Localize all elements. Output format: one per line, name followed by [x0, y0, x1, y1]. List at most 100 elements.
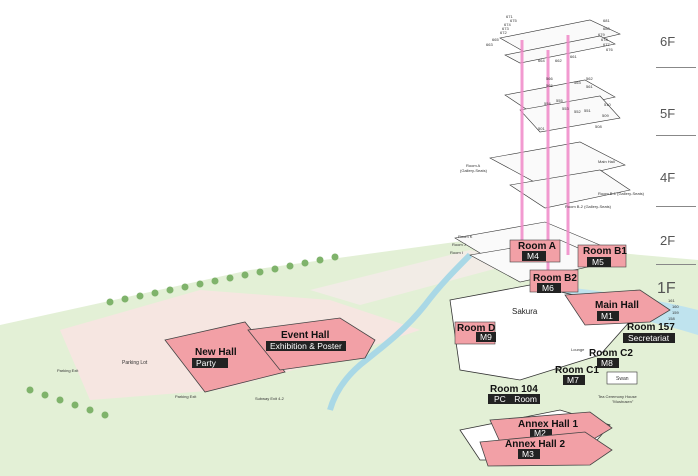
parking-lot-label: Parking Lot: [122, 360, 148, 366]
tea-house-sub-label: "Mushusen": [612, 399, 634, 404]
room-number-5f: 563: [574, 80, 581, 85]
floor-label-1f: 1F: [657, 280, 676, 297]
swan-box: [606, 371, 638, 385]
road-area: [310, 250, 520, 305]
room-104-code: PC Room: [494, 394, 537, 404]
room-d-name: Room D: [457, 323, 495, 334]
room-number-5f: 561: [586, 84, 593, 89]
new-hall-code-bg: [192, 358, 228, 368]
subway-exit-label: Subway Exit 4-2: [255, 396, 285, 401]
room-number-5f: 551: [584, 108, 591, 113]
main-hall-4f-label: Main Hall: [598, 159, 615, 164]
room-number-6f: 681: [603, 18, 610, 23]
annex-hall-2-name: Annex Hall 2: [505, 439, 565, 450]
room-number-5f: 553: [562, 106, 569, 111]
room-number-6f: 677: [603, 42, 610, 47]
main-hall-code-bg: [597, 311, 619, 321]
parking-exit-label-2: Parking Exit: [175, 394, 197, 399]
room-157-name: Room 157: [627, 322, 675, 333]
new-hall-shape[interactable]: [164, 321, 286, 393]
main-hall-name: Main Hall: [595, 300, 639, 311]
room-c2-code-bg: [597, 358, 619, 368]
room-b1-code: M5: [592, 257, 604, 267]
room-a-4f-label: Room A: [466, 163, 481, 168]
annex-hall-1-code-bg: [530, 429, 552, 438]
room-number-6f: 665: [492, 37, 499, 42]
room-c1-code: M7: [567, 375, 579, 385]
room-number-6f: 680: [603, 26, 610, 31]
room-number-5f: 555: [556, 98, 563, 103]
room-b2-code: M6: [542, 283, 554, 293]
floor-5f-plan: [504, 79, 621, 133]
room-number-5f: 501: [538, 126, 545, 131]
sakura-label: Sakura: [512, 307, 538, 316]
room-number-5f: 554: [544, 101, 551, 106]
room-104-code-bg: [488, 394, 540, 404]
event-hall-name: Event Hall: [281, 330, 330, 341]
room-number-6f: 663: [486, 42, 493, 47]
room-a-code: M4: [527, 251, 539, 261]
room-number-6f: 673: [502, 26, 509, 31]
trees: [26, 253, 339, 419]
room-b2-4f-label: Room B-2 (Gallery-Seats): [565, 204, 612, 209]
room-k-label: Room K: [458, 234, 473, 239]
room-c2-code: M8: [601, 358, 613, 368]
floor-separator: [656, 135, 696, 136]
room-c1-code-bg: [563, 375, 585, 385]
room-j-label: Room J: [452, 242, 466, 247]
room-number-6f: 675: [510, 18, 517, 23]
floor-label-2f: 2F: [660, 233, 676, 248]
annex-hall-1-name: Annex Hall 1: [518, 419, 578, 430]
room-number-6f: 678: [601, 37, 608, 42]
room-number-5f: 508: [595, 124, 602, 129]
event-hall-code-bg: [266, 341, 346, 351]
room-i-label: Room I: [450, 250, 463, 255]
room-number-6f: 671: [506, 14, 513, 19]
room-number-5f: 552: [574, 109, 581, 114]
river: [327, 252, 473, 411]
floor-label-5f: 5F: [660, 106, 676, 121]
main-hall-code: M1: [601, 311, 613, 321]
room-a-code-bg: [522, 251, 546, 261]
room-number-6f: 662: [555, 58, 562, 63]
room-number-5f: 510: [604, 102, 611, 107]
room-b1-code-bg: [587, 257, 611, 267]
room-number-1f: 161: [668, 298, 675, 303]
room-number-6f: 674: [504, 22, 511, 27]
room-number-6f: 664: [538, 58, 545, 63]
parking-exit-label-1: Parking Exit: [57, 368, 79, 373]
floor-separator: [656, 67, 696, 68]
room-number-6f: 661: [570, 54, 577, 59]
lounge-label: Lounge: [571, 347, 585, 352]
room-c2-name: Room C2: [589, 348, 633, 359]
floor-label-4f: 4F: [660, 170, 676, 185]
floor-separator: [656, 206, 696, 207]
room-number-5f: 562: [586, 76, 593, 81]
annex-hall-2-code-bg: [518, 449, 540, 459]
floor-4f-plan: [489, 141, 631, 209]
new-hall-name: New Hall: [195, 347, 237, 358]
floor-separator: [656, 264, 696, 265]
swan-label: Swan: [616, 376, 629, 382]
room-c1-name: Room C1: [555, 365, 599, 376]
main-hall-shape[interactable]: [564, 289, 671, 326]
annex-hall-2-code: M3: [522, 449, 534, 459]
tea-house-label: Tea Ceremony House: [598, 394, 637, 399]
room-number-5f: 509: [602, 113, 609, 118]
room-a-4f-sub-label: (Gallery-Seats): [460, 168, 488, 173]
room-a-name: Room A: [518, 241, 556, 252]
room-number-1f: 159: [672, 310, 679, 315]
new-hall-code: Party: [196, 358, 217, 368]
room-number-6f: 672: [500, 30, 507, 35]
room-number-1f: 160: [672, 304, 679, 309]
room-b1-name: Room B1: [583, 246, 627, 257]
floor-label-6f: 6F: [660, 34, 676, 49]
room-104-name: Room 104: [490, 384, 538, 395]
room-157-code-bg: [623, 333, 675, 343]
room-number-1f: 158: [668, 316, 675, 321]
room-d-code: M9: [480, 332, 492, 342]
room-number-6f: 679: [598, 32, 605, 37]
annex-hall-2-shape[interactable]: [479, 431, 613, 467]
room-d-code-bg: [476, 332, 496, 342]
